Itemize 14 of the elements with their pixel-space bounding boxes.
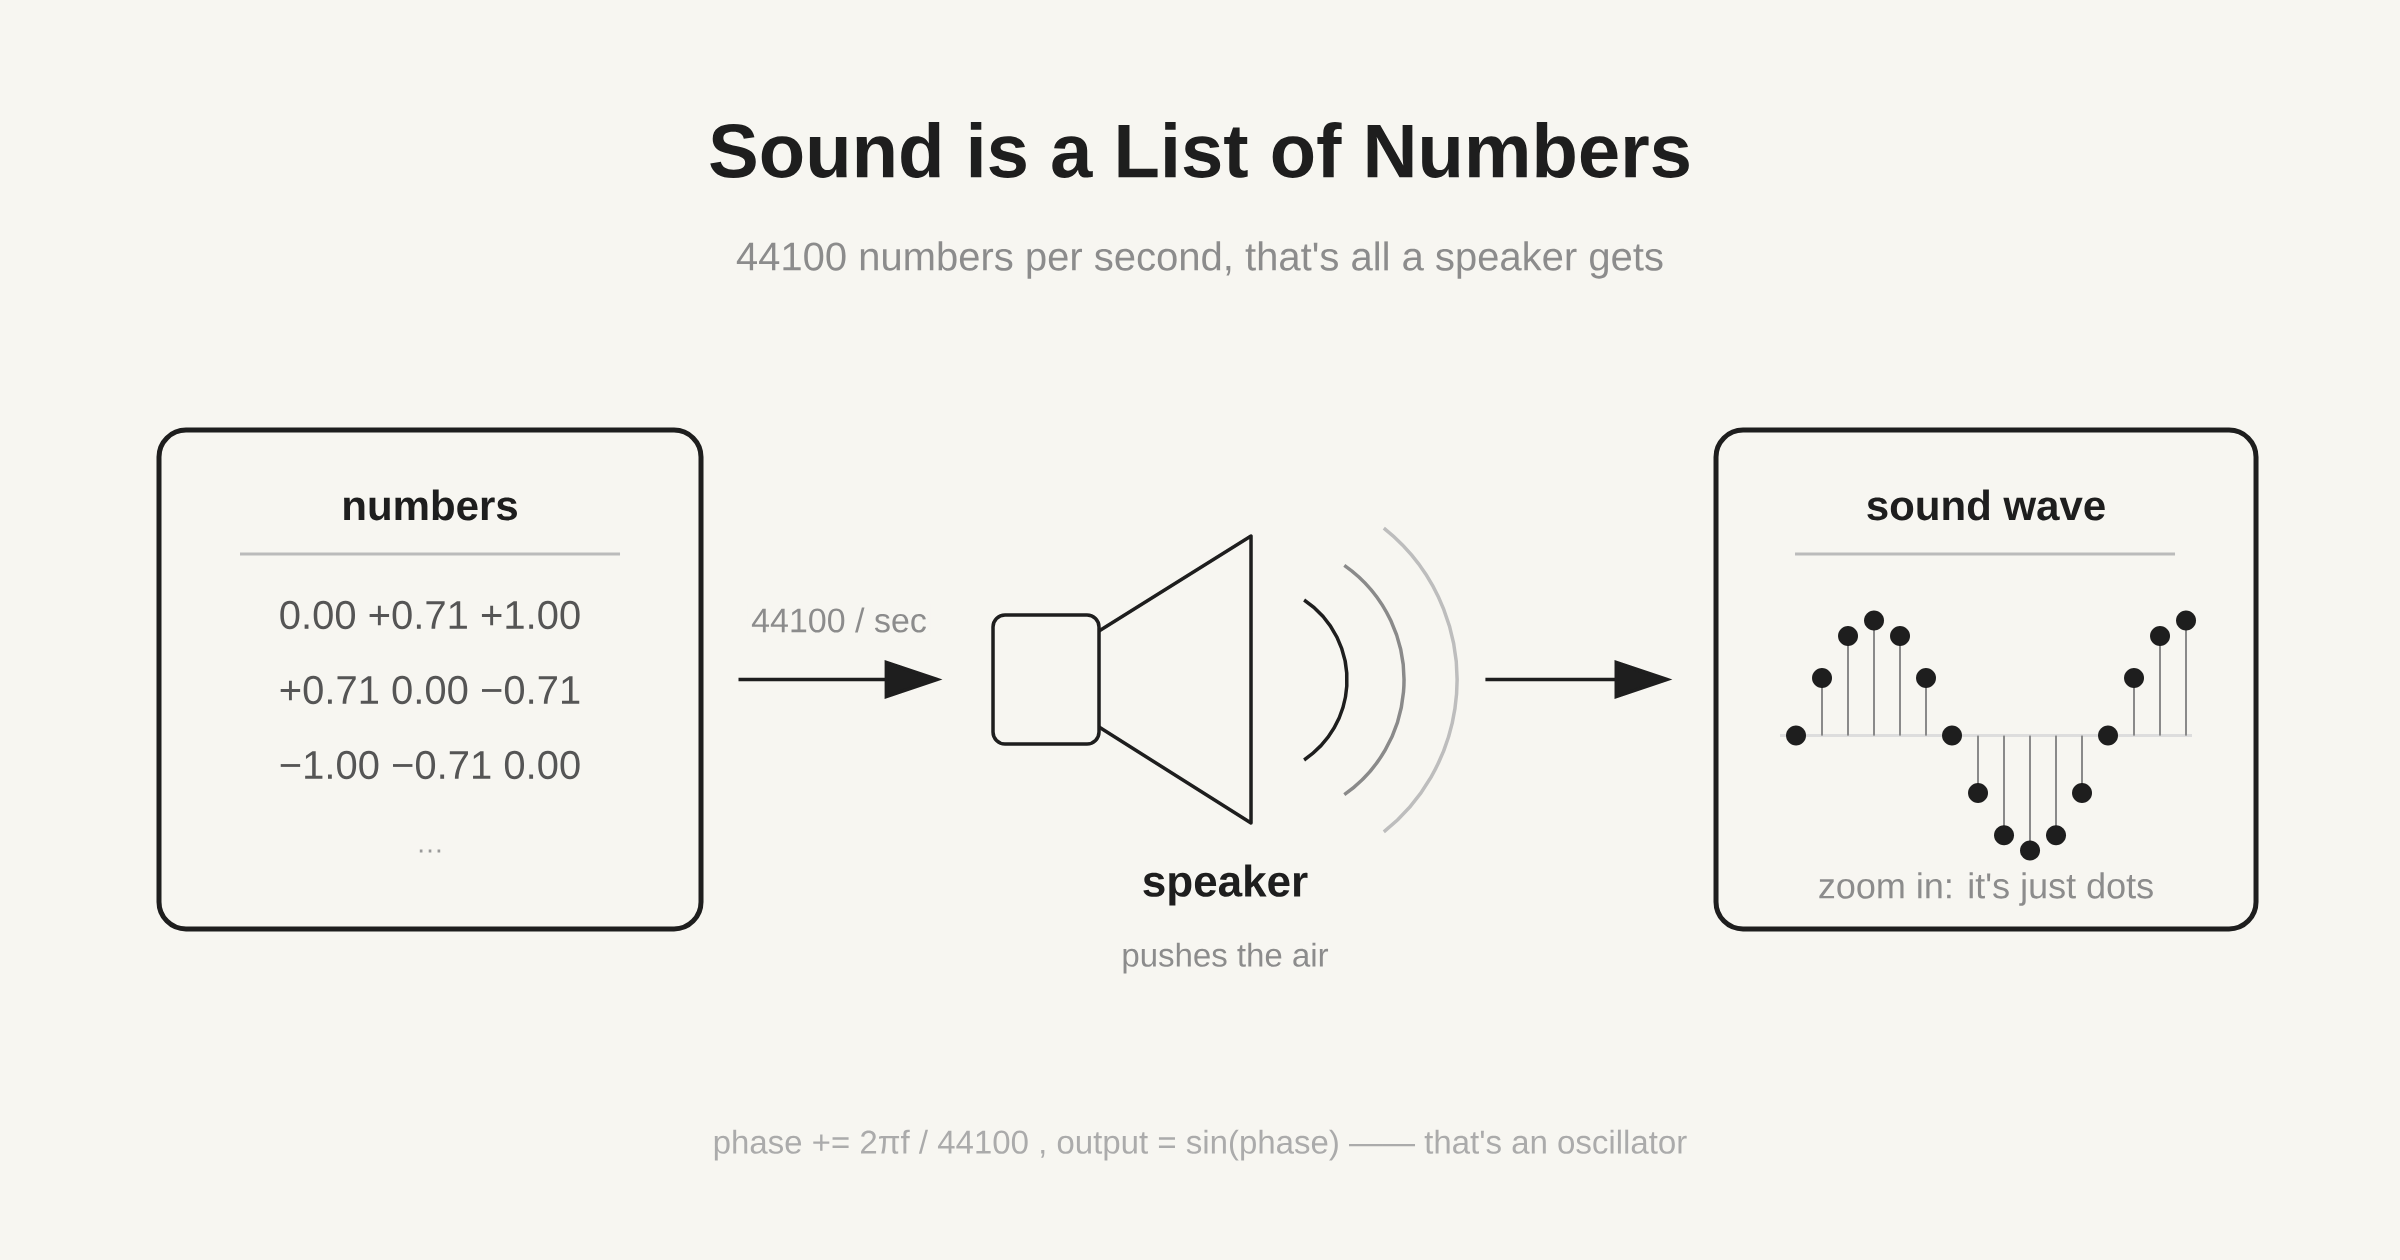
speaker-label: speaker [1143, 864, 1308, 906]
title: Sound is a List of Numbers [710, 122, 1689, 178]
speaker-note: pushes the air [1123, 942, 1329, 974]
subtitle: 44100 numbers per second, that's all a speaker gets [736, 241, 1663, 279]
box-caption: zoom in: it's just dots [1819, 872, 2153, 906]
number-row: −1.00 −0.71 0.00 [280, 750, 580, 780]
number-row: +0.71 0.00 −0.71 [280, 675, 580, 705]
number-row: 0.00 +0.71 +1.00 [280, 600, 580, 630]
footnote: phase += 2πf / 44100 , output = sin(phase) —— that's an oscillator [714, 1129, 1687, 1161]
box-heading: numbers [344, 489, 517, 521]
panel-box [156, 427, 704, 932]
edge-label: 44100 / sec [747, 603, 931, 637]
box-heading: sound wave [1867, 489, 2105, 521]
ellipsis: … [419, 849, 441, 853]
